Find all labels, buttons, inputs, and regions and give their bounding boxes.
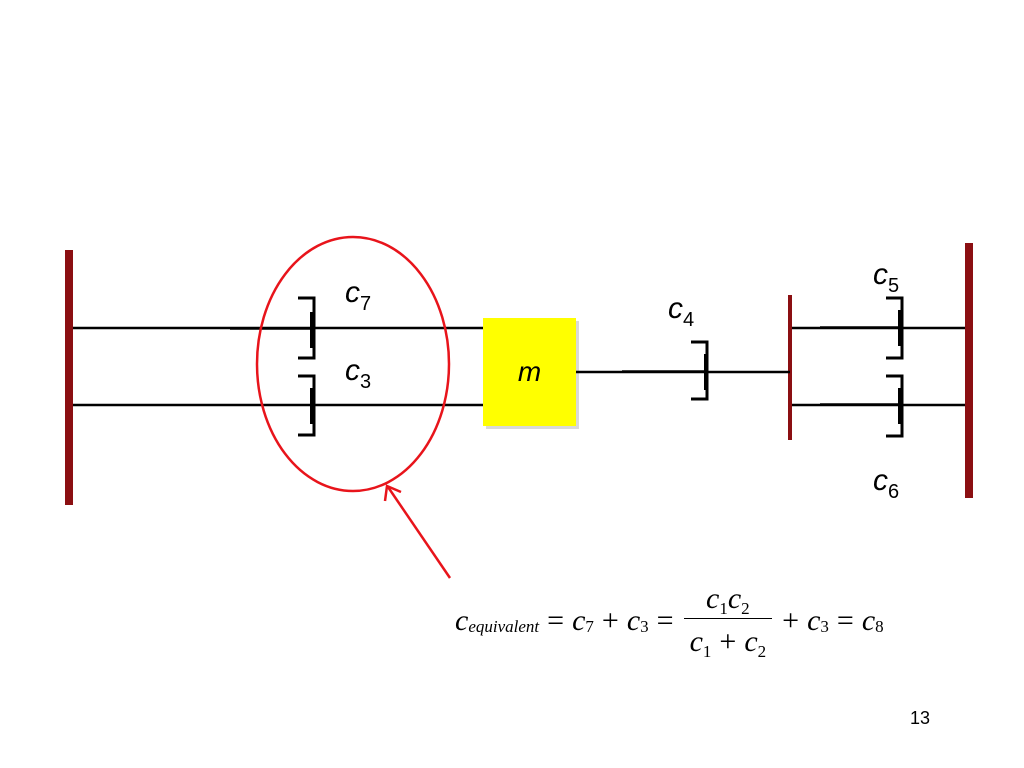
damper-c3	[73, 374, 483, 437]
label-c7: c7	[345, 276, 372, 315]
arrow-icon	[383, 484, 452, 579]
damper-c7	[73, 296, 483, 360]
mass-block-face	[483, 318, 576, 426]
damper-c4	[576, 340, 790, 401]
damper-c5	[792, 296, 965, 360]
mass-label: m	[517, 356, 542, 387]
right-bar	[788, 295, 792, 440]
label-c4: c4	[668, 292, 695, 331]
left-wall	[65, 250, 73, 505]
label-c5: c5	[873, 258, 900, 297]
label-c3: c3	[345, 354, 372, 393]
label-c6: c6	[873, 464, 900, 503]
highlight-ellipse	[255, 235, 451, 493]
page-number: 13	[910, 708, 931, 728]
fraction: c1c2 c1+c2	[683, 582, 773, 661]
right-wall	[965, 243, 973, 498]
damper-c6	[792, 374, 965, 438]
